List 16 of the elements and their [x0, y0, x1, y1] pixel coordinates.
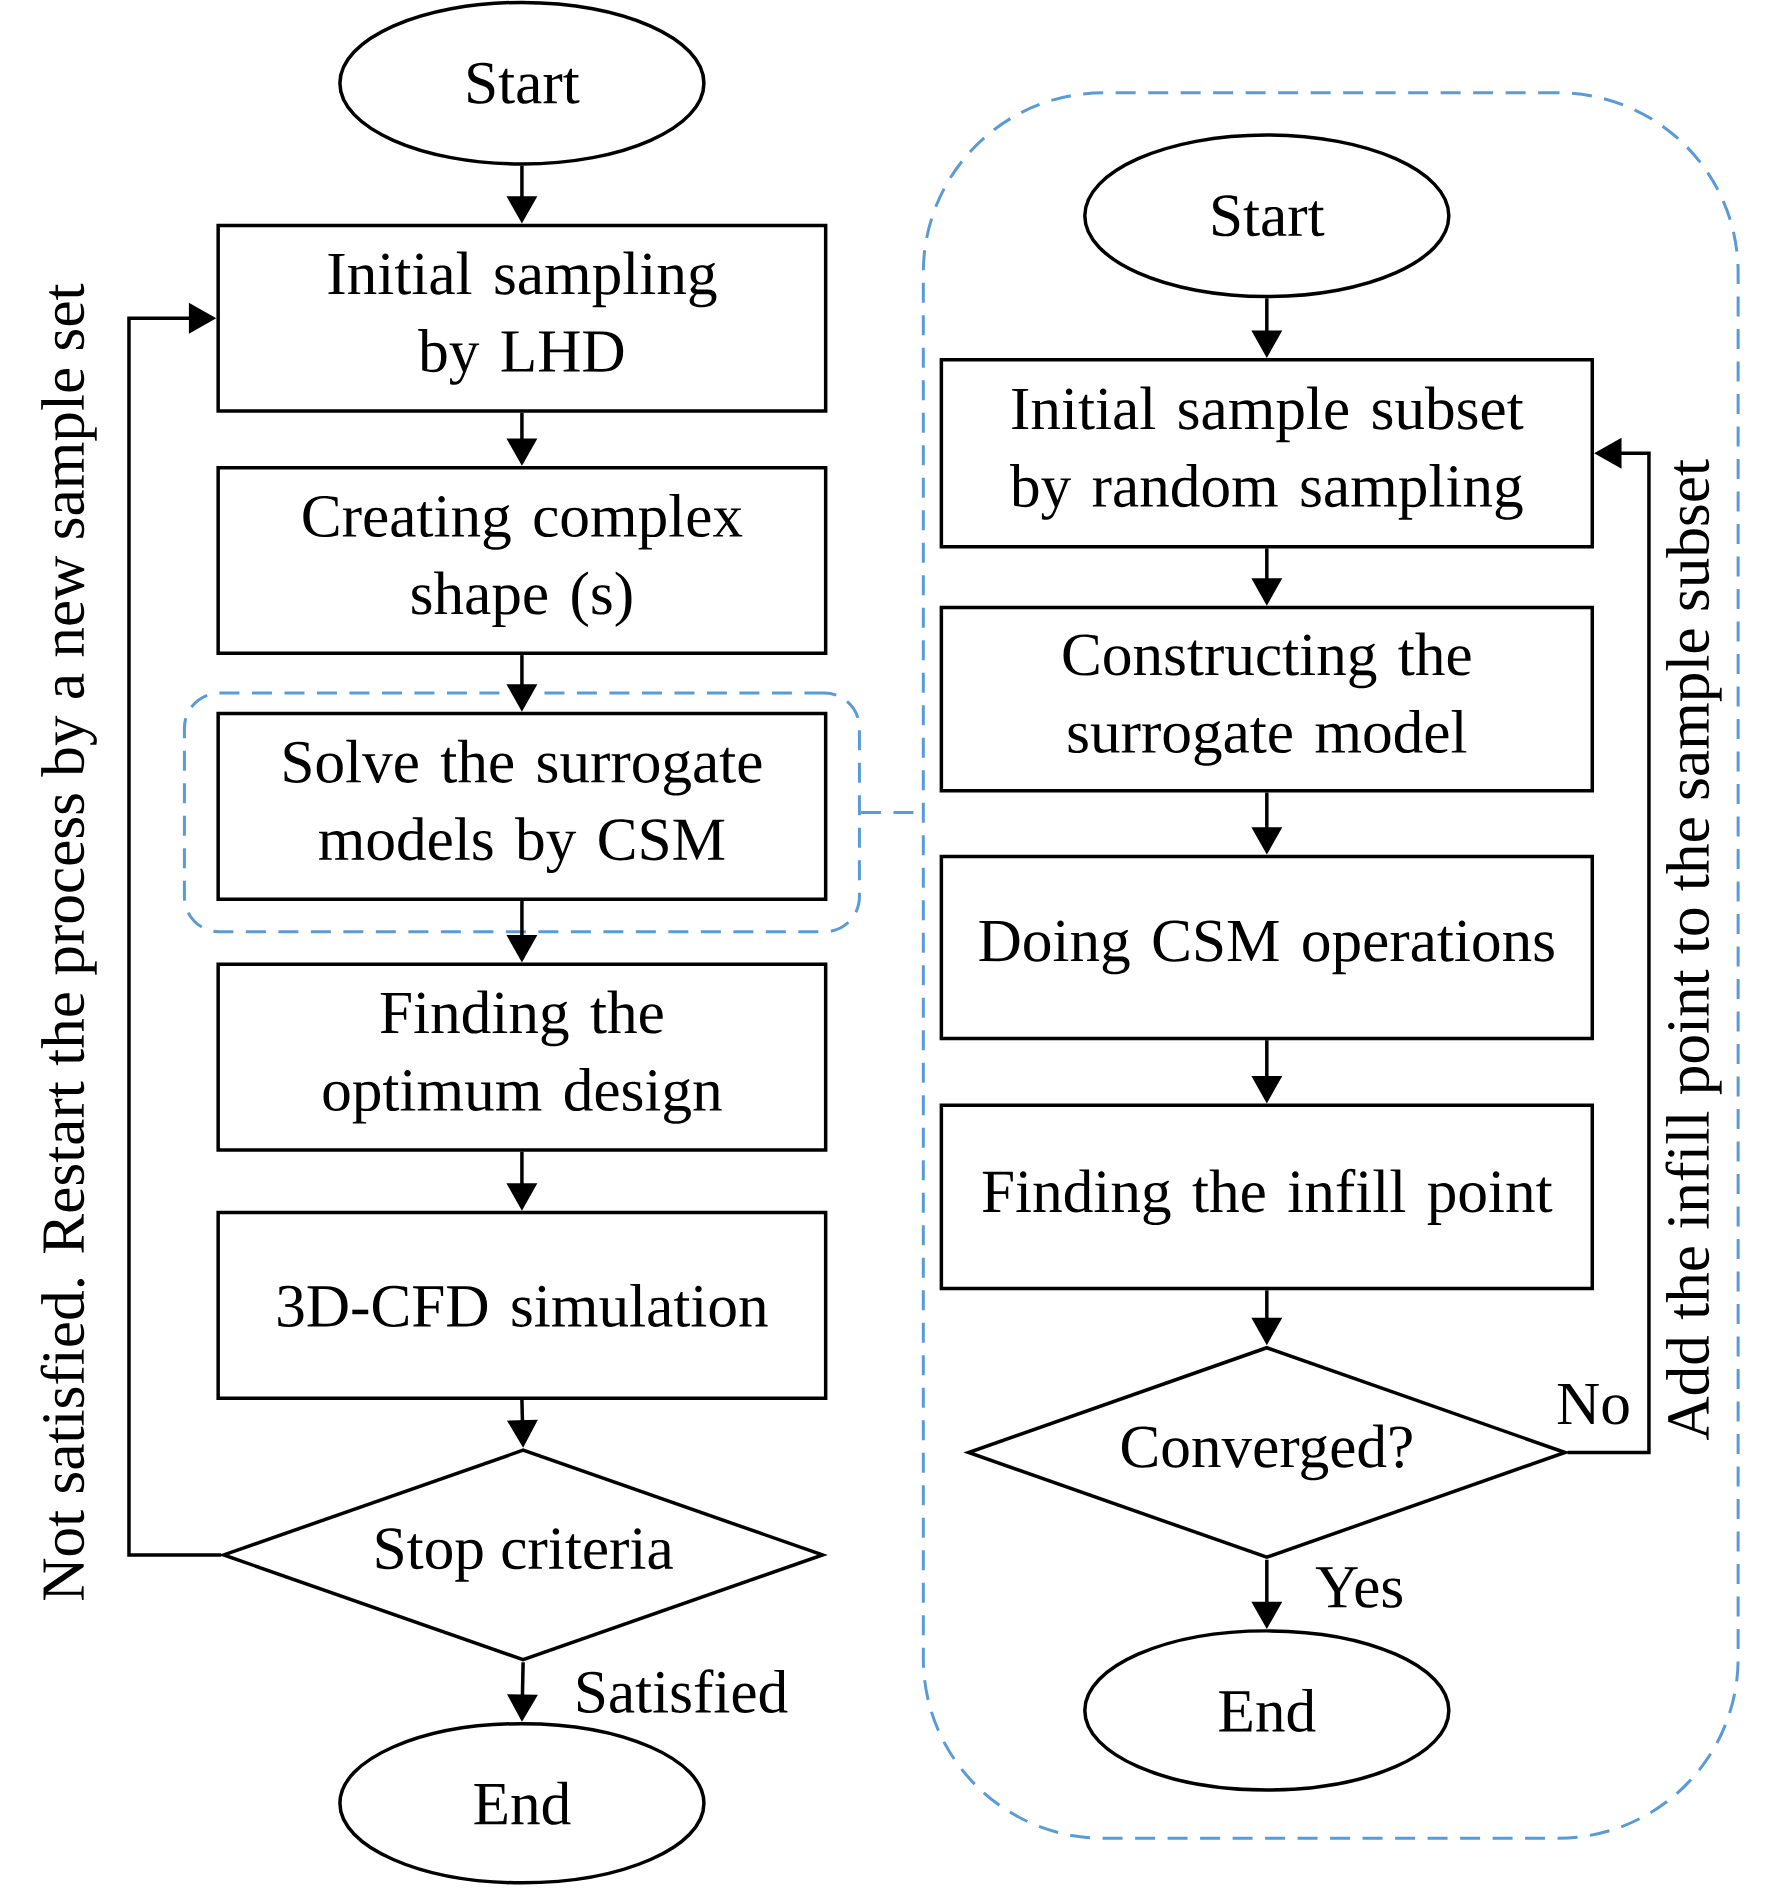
- edge-label: Yes: [1315, 1567, 1403, 1608]
- edge-label: Not satisfied. Restart the process by a new sample set: [40, 283, 97, 1600]
- process-box: Solve the surrogate models by CSM: [216, 711, 828, 901]
- dashed-region: [183, 691, 861, 934]
- edge-label: Satisfied: [578, 1669, 788, 1713]
- process-box: Initial sample subset by random sampling: [939, 358, 1595, 549]
- arrow: [127, 302, 222, 1557]
- process-box: 3D-CFD simulation: [216, 1210, 828, 1400]
- vertical-note: Add the infill point to the sample subset: [1665, 459, 1722, 1441]
- process-box: Constructing the surrogate model: [939, 605, 1595, 793]
- dashed-region: [921, 91, 1740, 1840]
- process-box: Initial sampling by LHD: [216, 223, 828, 413]
- process-box: Doing CSM operations: [939, 854, 1595, 1041]
- process-box: Creating complex shape (s): [216, 465, 828, 656]
- process-box: Finding the infill point: [939, 1103, 1595, 1291]
- process-box: Finding the optimum design: [216, 962, 828, 1152]
